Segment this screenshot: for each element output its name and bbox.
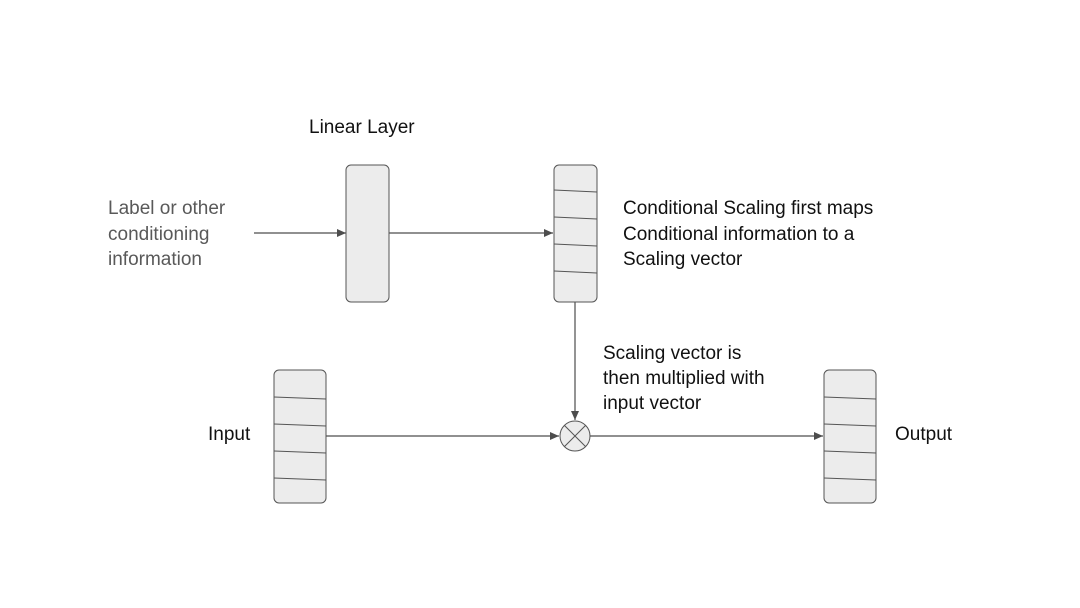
scaling-vector bbox=[553, 164, 598, 303]
scaling-note-line: Conditional information to a bbox=[623, 224, 855, 245]
multiply-note-line: then multiplied with bbox=[603, 368, 765, 389]
multiply-note-line: input vector bbox=[603, 393, 702, 414]
input-vector bbox=[273, 369, 327, 504]
multiply-note-line: Scaling vector is bbox=[603, 343, 742, 364]
linear-layer-block bbox=[345, 164, 390, 303]
scaling-note-line: Scaling vector bbox=[623, 249, 743, 270]
scaling-note-line: Conditional Scaling first maps bbox=[623, 198, 874, 219]
circled-times-icon bbox=[559, 420, 591, 452]
output-label: Output bbox=[895, 424, 953, 445]
condition-label-line: conditioning bbox=[108, 224, 210, 245]
output-vector bbox=[823, 369, 877, 504]
input-label: Input bbox=[208, 424, 251, 445]
condition-label-line: Label or other bbox=[108, 198, 226, 219]
condition-label-line: information bbox=[108, 249, 202, 270]
linear-layer-label: Linear Layer bbox=[309, 117, 415, 138]
